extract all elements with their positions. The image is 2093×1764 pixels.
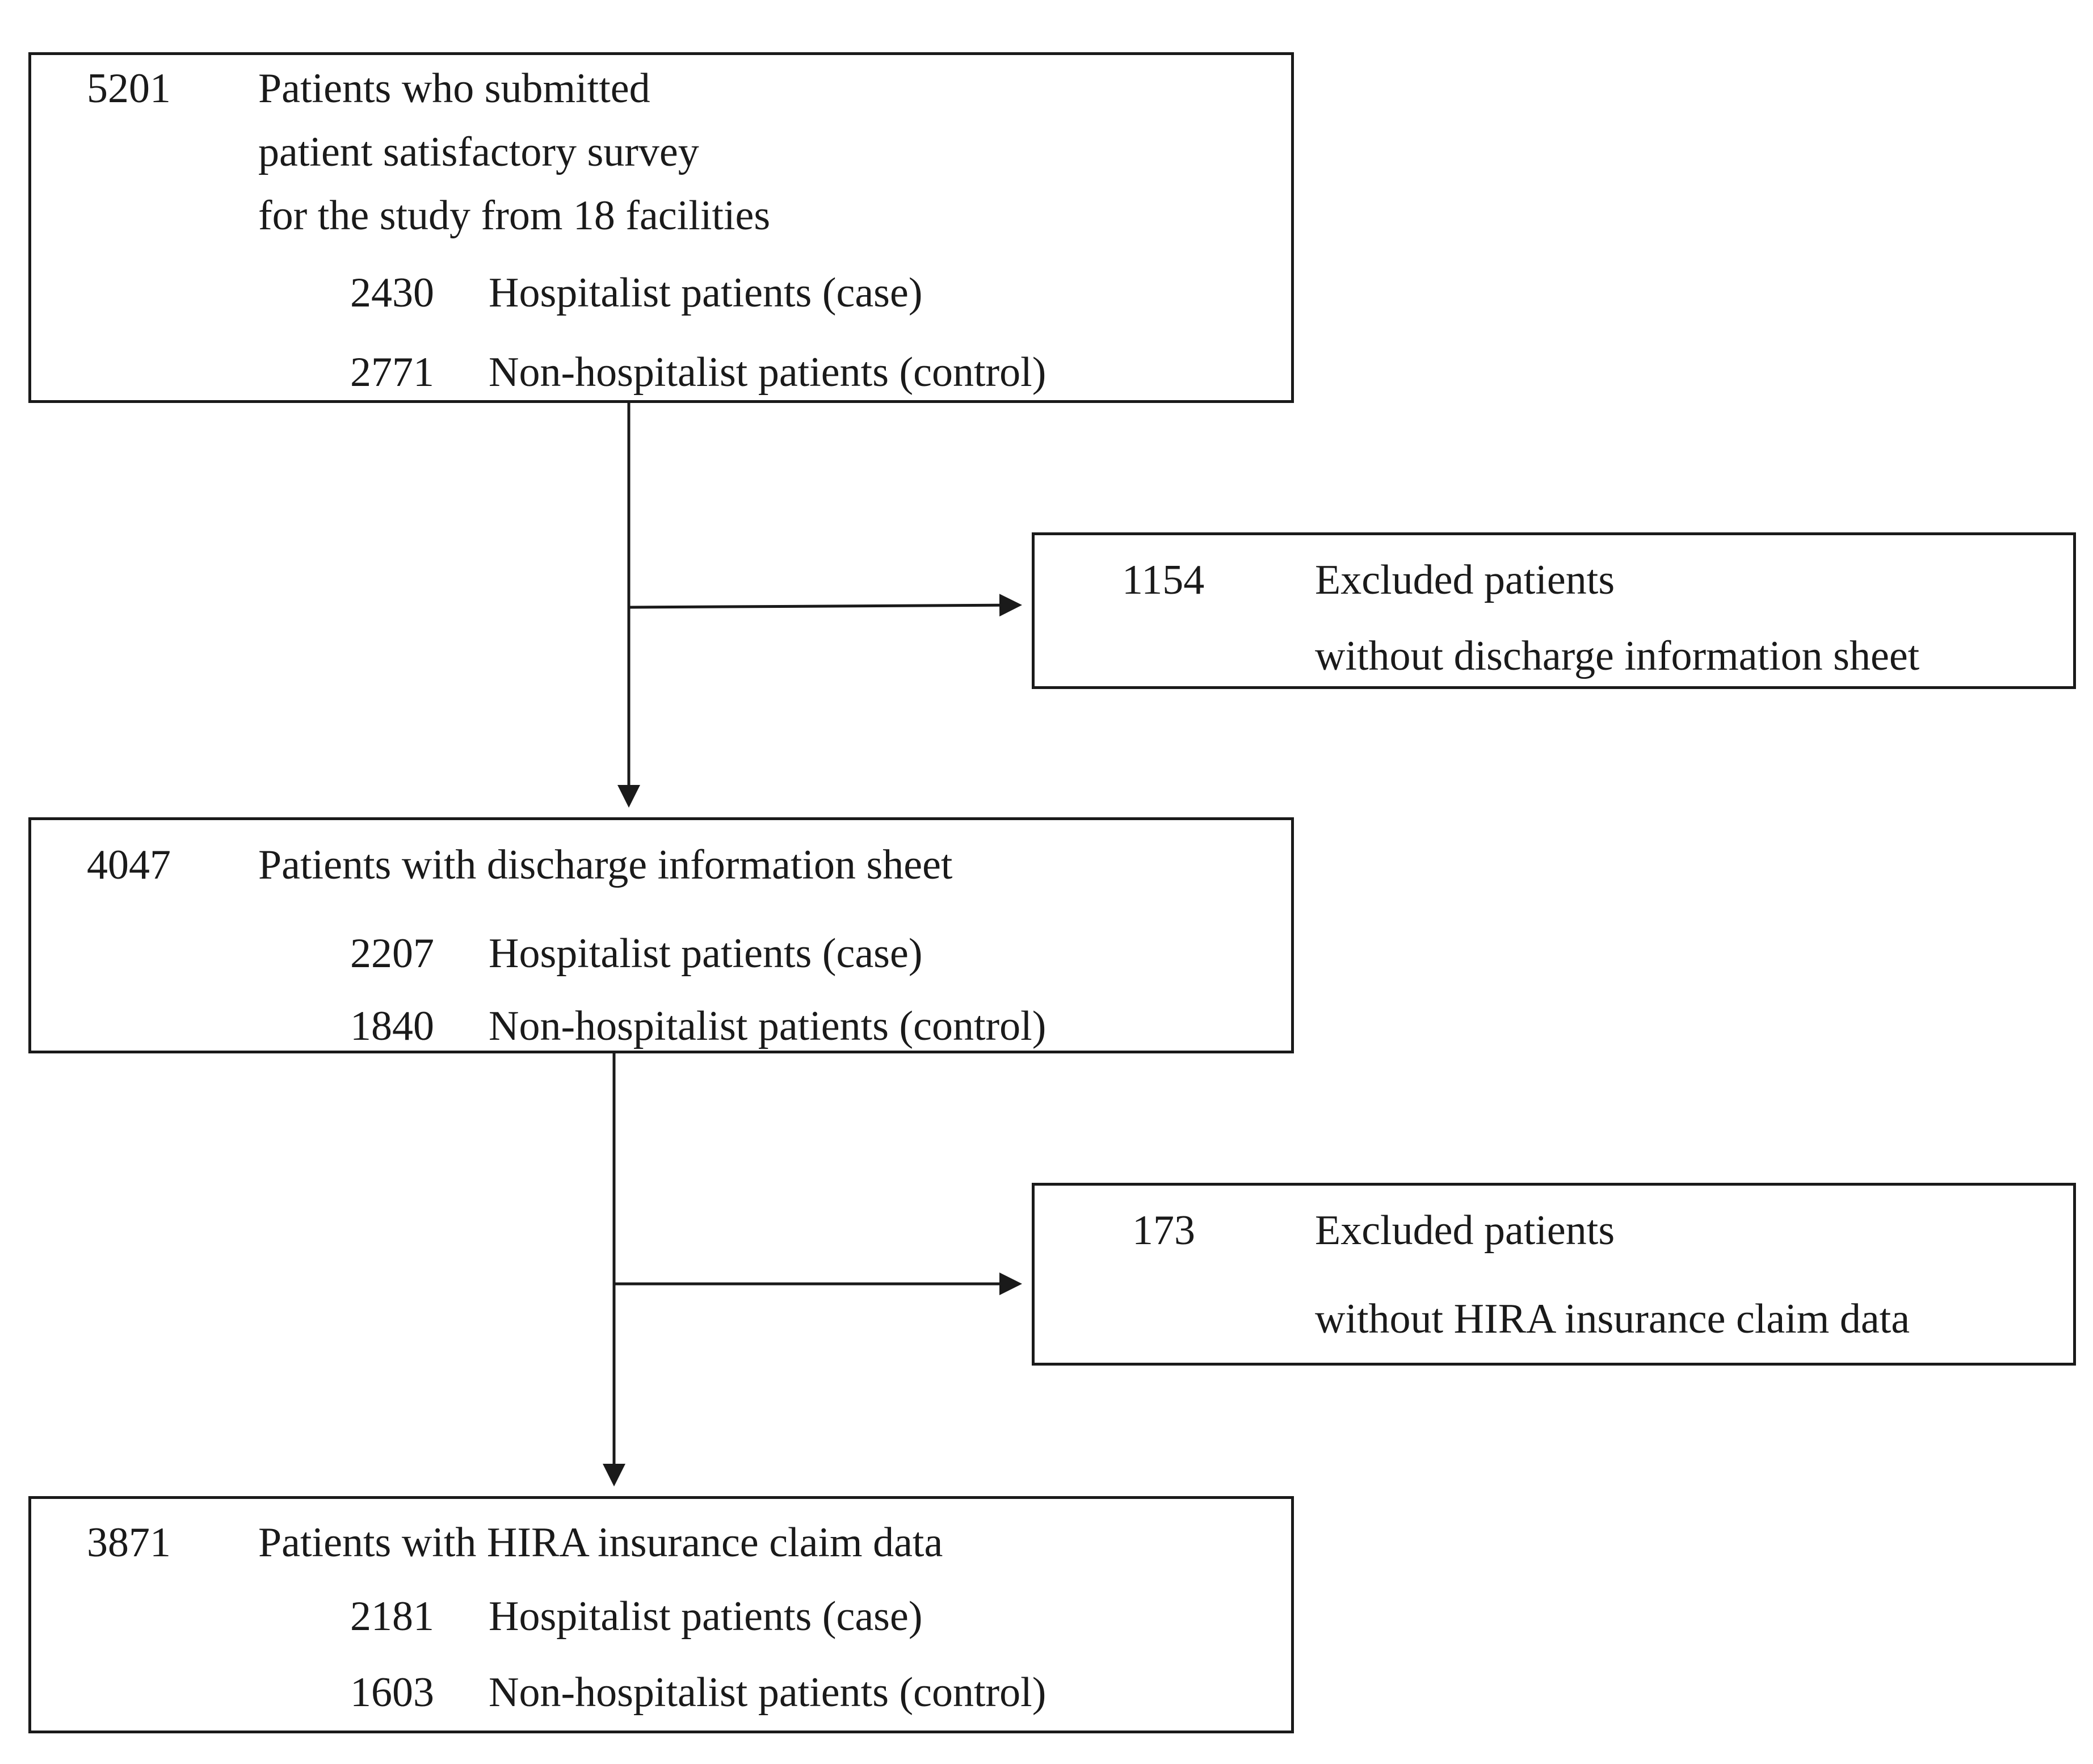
survey-patients-line-1: Patients who submitted — [258, 65, 650, 112]
survey-hospitalist-label: Hospitalist patients (case) — [489, 270, 923, 316]
survey-patients-box: 5201 Patients who submitted patient sati… — [28, 52, 1294, 403]
survey-non-hospitalist-count: 2771 — [350, 349, 434, 396]
survey-patients-line-2: patient satisfactory survey — [258, 129, 699, 175]
discharge-sheet-count: 4047 — [87, 842, 171, 888]
hira-hospitalist-label: Hospitalist patients (case) — [489, 1593, 923, 1640]
hira-hospitalist-count: 2181 — [350, 1593, 434, 1640]
excluded-no-discharge-count: 1154 — [1122, 557, 1205, 603]
discharge-sheet-box: 4047 Patients with discharge information… — [28, 817, 1294, 1053]
survey-non-hospitalist-label: Non-hospitalist patients (control) — [489, 349, 1046, 396]
discharge-non-hospitalist-label: Non-hospitalist patients (control) — [489, 1003, 1046, 1049]
excluded-no-hira-box: 173 Excluded patients without HIRA insur… — [1032, 1183, 2076, 1366]
discharge-hospitalist-label: Hospitalist patients (case) — [489, 930, 923, 977]
hira-claim-box: 3871 Patients with HIRA insurance claim … — [28, 1496, 1294, 1733]
excluded-no-discharge-line-1: Excluded patients — [1315, 557, 1615, 603]
discharge-hospitalist-count: 2207 — [350, 930, 434, 977]
survey-hospitalist-count: 2430 — [350, 270, 434, 316]
excluded-no-hira-line-2: without HIRA insurance claim data — [1315, 1296, 1910, 1342]
hira-non-hospitalist-count: 1603 — [350, 1669, 434, 1716]
survey-patients-count: 5201 — [87, 65, 171, 112]
hira-claim-count: 3871 — [87, 1519, 171, 1566]
excluded-no-hira-line-1: Excluded patients — [1315, 1207, 1615, 1254]
excluded-no-hira-count: 173 — [1132, 1207, 1195, 1254]
arrow-exclude-discharge — [628, 594, 1022, 617]
hira-claim-line-1: Patients with HIRA insurance claim data — [258, 1519, 943, 1566]
discharge-sheet-line-1: Patients with discharge information shee… — [258, 842, 953, 888]
hira-non-hospitalist-label: Non-hospitalist patients (control) — [489, 1669, 1046, 1716]
excluded-no-discharge-box: 1154 Excluded patients without discharge… — [1032, 532, 2076, 689]
discharge-non-hospitalist-count: 1840 — [350, 1003, 434, 1049]
excluded-no-discharge-line-2: without discharge information sheet — [1315, 633, 1920, 679]
survey-patients-line-3: for the study from 18 facilities — [258, 192, 771, 239]
